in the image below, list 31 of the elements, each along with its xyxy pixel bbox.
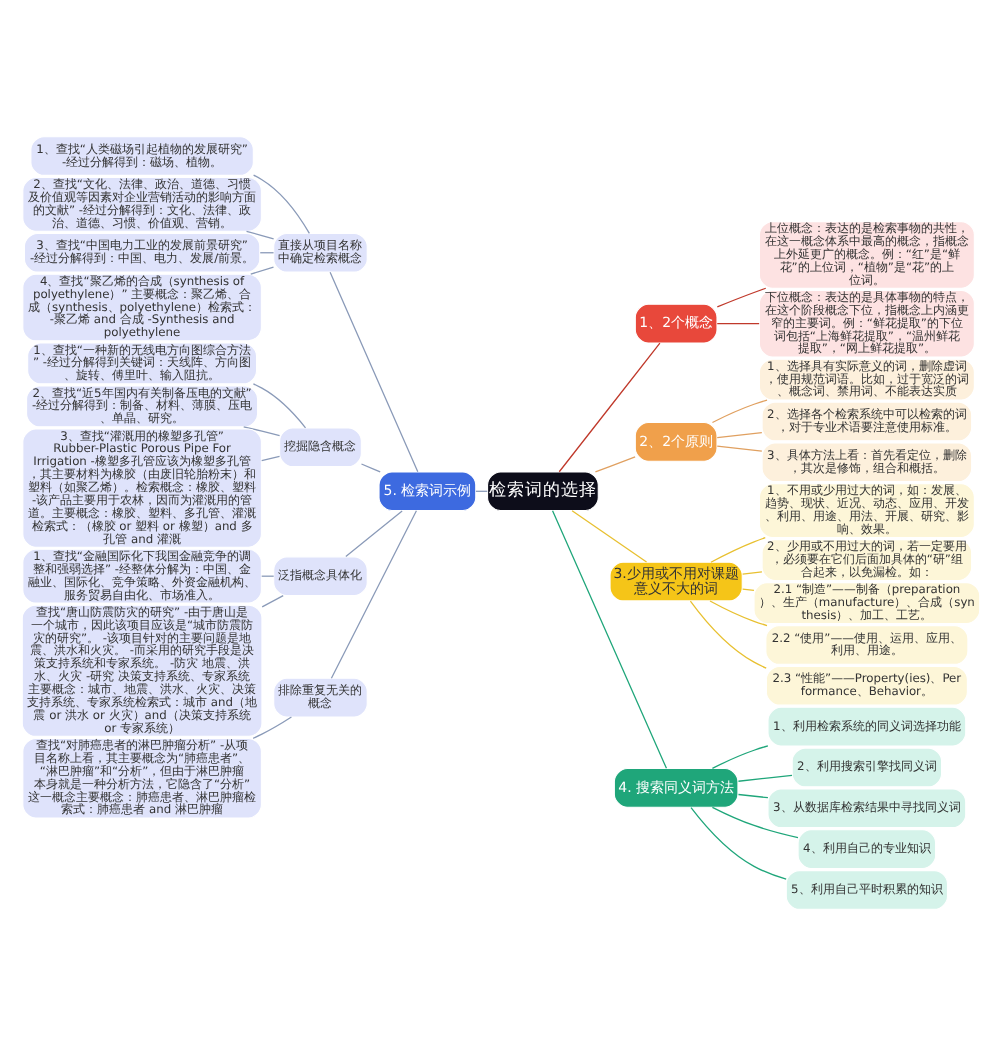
connector — [709, 535, 765, 562]
connector — [741, 570, 762, 574]
connector — [741, 587, 754, 590]
connector — [329, 509, 417, 678]
connector — [708, 599, 767, 626]
connector — [344, 509, 402, 557]
connector — [688, 599, 766, 668]
connector — [710, 805, 798, 838]
connector — [359, 462, 380, 472]
connector — [550, 509, 667, 768]
connector — [736, 792, 768, 798]
connector — [710, 398, 767, 423]
connector — [570, 509, 647, 562]
connector — [715, 431, 762, 438]
connector — [251, 173, 310, 234]
connector — [251, 715, 292, 738]
connector — [710, 744, 768, 769]
connector — [715, 444, 762, 451]
connector — [557, 341, 660, 472]
connector — [244, 229, 274, 239]
node-box: 检索词的选择 — [486, 470, 598, 511]
connector — [736, 773, 792, 781]
connector — [715, 322, 759, 324]
connector — [260, 454, 280, 461]
connector — [260, 593, 283, 607]
connector — [689, 805, 786, 879]
connector — [328, 270, 418, 472]
connector — [251, 382, 306, 428]
connector — [593, 455, 635, 472]
connector — [249, 265, 274, 274]
connector — [715, 286, 766, 307]
